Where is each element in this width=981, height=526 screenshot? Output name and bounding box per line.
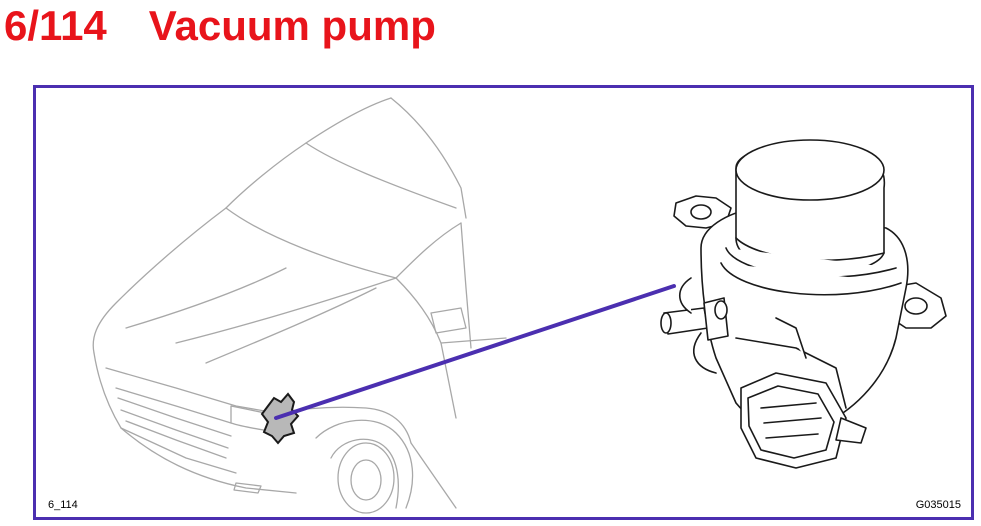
page-title: 6/114 Vacuum pump xyxy=(4,0,436,52)
leader-line xyxy=(274,284,676,420)
section-number: 6/114 xyxy=(4,2,107,49)
vacuum-pump-drawing xyxy=(660,139,947,469)
illustration xyxy=(92,97,947,514)
car-drawing xyxy=(92,97,507,514)
component-name: Vacuum pump xyxy=(148,2,436,49)
diagram-frame: 6_114 G035015 xyxy=(33,85,974,520)
figure-ref-left: 6_114 xyxy=(48,499,78,511)
figure-ref-right: G035015 xyxy=(915,499,961,511)
